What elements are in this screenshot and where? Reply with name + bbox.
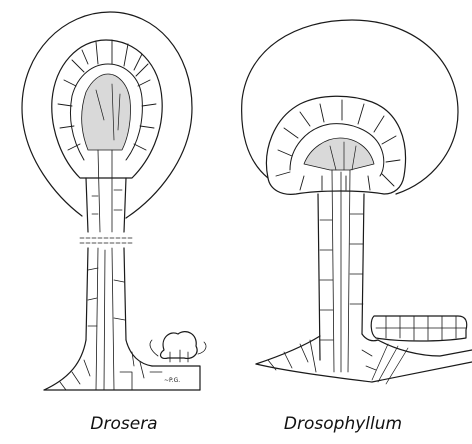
drosera-tentacle: ~P.G.	[22, 12, 206, 390]
drosera-base-cells	[60, 352, 162, 390]
drosophyllum-stalk-cells	[320, 214, 363, 340]
drosophyllum-leaf-surface	[256, 334, 378, 364]
artist-signature: ~P.G.	[164, 377, 180, 384]
drosera-stalk-upper	[86, 178, 126, 232]
drosophyllum-gland	[242, 20, 472, 384]
drosophyllum-base-cells	[268, 340, 376, 372]
drosophyllum-sessile-gland	[371, 316, 472, 384]
drosera-break-line	[80, 238, 132, 243]
caption-drosera: Drosera	[90, 414, 157, 434]
drosophyllum-vascular-fan	[304, 138, 374, 170]
caption-drosophyllum: Drosophyllum	[284, 414, 402, 434]
drosera-stippled-core	[82, 74, 131, 150]
